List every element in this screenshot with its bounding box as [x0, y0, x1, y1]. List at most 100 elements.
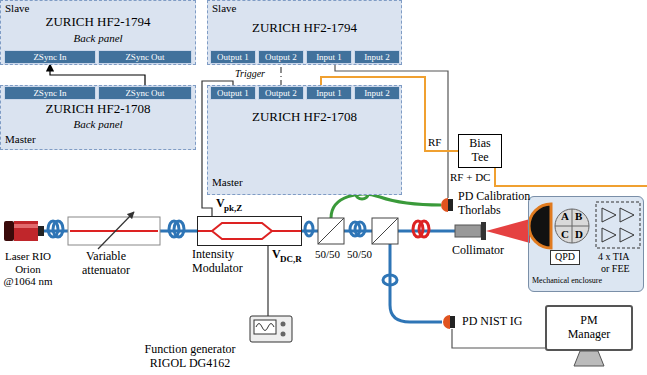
variable-attenuator [98, 212, 134, 249]
tia-amplifiers [602, 208, 634, 242]
collimator [486, 219, 530, 243]
function-generator-icon [250, 316, 292, 342]
port-label: ZSync In [4, 86, 96, 100]
optical-fiber [355, 222, 365, 236]
optical-fiber [305, 222, 313, 236]
photodiode-icon [441, 198, 448, 212]
split-ratio: 50/50 [347, 248, 372, 261]
port-label: Input 1 [306, 86, 352, 100]
node-text: Output 2 [259, 51, 303, 63]
node-text: ZURICH HF2-1794 [1, 15, 195, 30]
photodiode-icon [450, 316, 455, 328]
component-label: PD Calibration Thorlabs [458, 190, 540, 218]
red-fiber-coil [419, 221, 429, 237]
node-text: Slave [5, 2, 65, 15]
calibration-fiber [331, 194, 441, 218]
node-text: Back panel [1, 32, 195, 45]
fiber-coupler [318, 218, 344, 244]
component-label: Function generator RIGOL DG4162 [135, 343, 245, 371]
optical-fiber [53, 221, 63, 237]
node-text: Bias Tee [463, 137, 497, 165]
red-fiber-coil [413, 221, 429, 237]
node-text: ZSync In [5, 51, 95, 63]
function-generator-icon [254, 320, 276, 334]
optical-fiber [398, 230, 455, 233]
port-label: ZSync In [4, 50, 96, 64]
qpd-tag: QPD [550, 250, 580, 265]
node-text: ZURICH HF2-1708 [208, 110, 401, 125]
fiber-coupler [318, 218, 398, 244]
amplifier-label: or FEE [601, 263, 630, 275]
node-text: Output 1 [211, 87, 255, 99]
function-generator-icon [281, 332, 286, 337]
signal-connector [280, 64, 281, 86]
optical-fiber [174, 221, 184, 237]
collimator [455, 225, 481, 237]
instrument-box: SlaveZURICH HF2-1794Output 1Output 2Inpu… [207, 0, 402, 65]
quadrant-photodiode [555, 209, 589, 243]
pc-monitor: PM Manager [545, 305, 633, 351]
laser-source [14, 221, 38, 241]
instrument-box: SlaveZURICH HF2-1794Back panelZSync In ZS… [0, 0, 196, 65]
signal-subscript: DC,R [280, 254, 302, 264]
instrument-box: ZURICH HF2-1708MasterOutput 1Output 2Inp… [207, 85, 402, 195]
node-text: ZSync Out [99, 87, 191, 99]
node-text: ZSync Out [99, 51, 191, 63]
fiber-coupler [372, 218, 398, 244]
function-generator-icon [250, 316, 292, 342]
port-label: Output 1 [210, 86, 256, 100]
port-label: ZSync Out [98, 50, 192, 64]
variable-attenuator [68, 217, 160, 245]
node-text: Input 1 [307, 51, 351, 63]
node-text: Input 2 [355, 87, 399, 99]
function-generator-icon [256, 324, 274, 331]
modulator-waveguide [197, 223, 302, 239]
photodiode-icon [441, 198, 455, 329]
mechanical-enclosure: Mechanical enclosure QPD [528, 196, 644, 292]
port-label: Output 2 [258, 86, 304, 100]
node-text: ZSync In [5, 87, 95, 99]
signal-subscript: pk,Z [224, 203, 242, 213]
node-text: Input 1 [307, 87, 351, 99]
instrument-box: ZURICH HF2-1708Back panelMasterZSync InZ… [0, 85, 196, 150]
node-text: Output 2 [259, 87, 303, 99]
function-generator-icon [281, 322, 286, 327]
node-text: ZURICH HF2-1794 [208, 21, 401, 36]
tia-amplifiers [596, 202, 640, 248]
monitor-stand [574, 351, 604, 366]
port-label: Output 2 [258, 50, 304, 64]
fiber-coupler [318, 218, 344, 244]
quadrant-letter: D [575, 228, 583, 241]
component-label: Variable attenuator [70, 250, 142, 278]
variable-attenuator [68, 212, 160, 249]
quadrant-photodiode [555, 209, 589, 243]
collimator [481, 222, 486, 240]
node-text: Slave [212, 2, 272, 15]
quadrant-photodiode [529, 204, 589, 248]
quadrant-letter: C [561, 228, 569, 241]
optical-fiber [383, 275, 397, 285]
laser-source [4, 221, 14, 241]
split-ratio: 50/50 [315, 248, 340, 261]
power-meter-cable [452, 329, 545, 348]
photodiode-icon [443, 315, 450, 329]
collimator [455, 219, 530, 243]
node-text: QPD [551, 251, 579, 263]
node-text: Master [5, 133, 65, 146]
laser-source [14, 224, 38, 228]
photodiode-icon [448, 199, 453, 211]
enclosure-fill [528, 196, 644, 292]
node-text: Intensity Modulator [192, 248, 260, 276]
intensity-modulator: Intensity Modulator [197, 216, 302, 246]
signal-connector [50, 64, 145, 86]
quadrant-photodiode [529, 204, 551, 248]
amplifier-label: 4 x TIA [598, 251, 629, 263]
dc-bias-wire [267, 246, 268, 316]
node-text: Mechanical enclosure [532, 276, 632, 285]
signal-name: RF + DC [450, 171, 490, 184]
node-text: Back panel [1, 118, 195, 131]
quadrant-letter: A [561, 210, 569, 223]
signal-name: RF [428, 136, 441, 149]
fiber-coupler [372, 218, 398, 244]
signal-name: V [216, 197, 225, 211]
